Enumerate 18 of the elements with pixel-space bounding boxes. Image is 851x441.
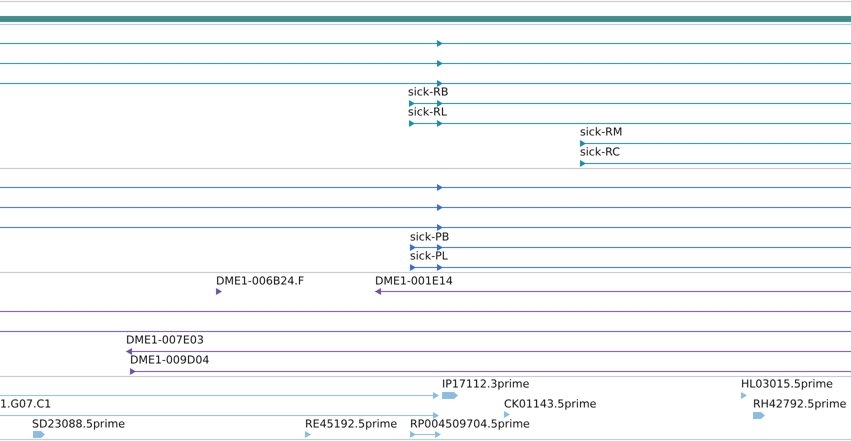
feature-label: sick-RC — [580, 146, 620, 158]
feature-label: DME1-001E14 — [375, 274, 453, 288]
feature-label: RE45192.5prime — [305, 418, 398, 430]
feature-label: DME1-007E03 — [126, 334, 204, 346]
feature-label: SD23088.5prime — [32, 418, 125, 430]
feature-label: 1.G07.C1 — [0, 398, 52, 410]
feature-label: RP004509704.5prime — [410, 418, 530, 430]
feature-label: IP17112.3prime — [442, 378, 530, 390]
feature-label: HL03015.5prime — [741, 378, 833, 390]
feature-label: DME1-006B24.F — [216, 274, 304, 288]
feature-label: sick-PB — [410, 230, 450, 244]
feature-label: sick-RB — [408, 86, 448, 98]
feature-label: sick-RM — [580, 126, 622, 138]
feature-label: RH42792.5prime — [753, 398, 846, 410]
feature-label: CK01143.5prime — [504, 398, 596, 410]
feature-label: DME1-009D04 — [130, 354, 210, 366]
feature-label: sick-PL — [410, 250, 448, 262]
feature-label: sick-RL — [408, 106, 447, 118]
